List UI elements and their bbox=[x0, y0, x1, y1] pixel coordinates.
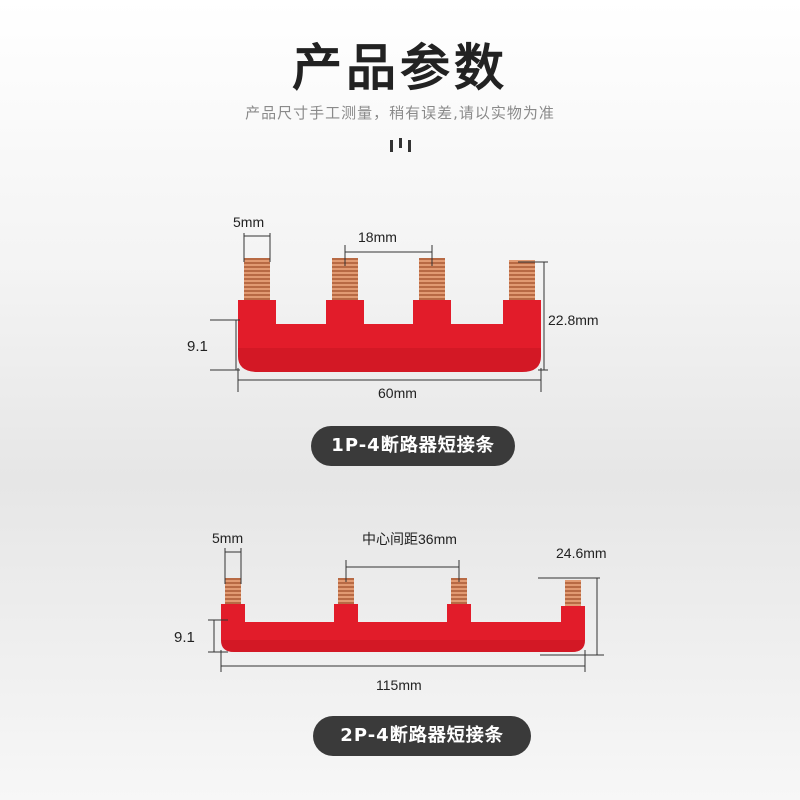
pin bbox=[244, 258, 270, 308]
page-subtitle: 产品尺寸手工测量，稍有误差,请以实物为准 bbox=[245, 104, 555, 122]
dim-pitch-1p: 18mm bbox=[358, 229, 397, 245]
divider-mark-icon bbox=[390, 138, 411, 152]
pin bbox=[419, 258, 445, 308]
pin bbox=[225, 578, 241, 608]
dim-pin-width-2p: 5mm bbox=[212, 530, 243, 546]
busbar-1p-illustration bbox=[238, 258, 541, 372]
red-insulation bbox=[221, 604, 585, 652]
dimension-lines-2p bbox=[208, 548, 604, 672]
red-insulation bbox=[238, 300, 541, 372]
dim-length-1p: 60mm bbox=[378, 385, 417, 401]
dim-pitch-2p: 中心间距36mm bbox=[362, 531, 457, 547]
dim-base-height-2p: 9.1 bbox=[174, 629, 195, 646]
pin bbox=[338, 578, 354, 608]
page-title: 产品参数 bbox=[292, 39, 508, 97]
dimension-lines-1p bbox=[210, 233, 548, 392]
product-label-2p: 2P-4断路器短接条 bbox=[313, 716, 531, 756]
busbar-2p-illustration bbox=[221, 578, 585, 652]
dim-length-2p: 115mm bbox=[376, 677, 422, 693]
product-label-1p: 1P-4断路器短接条 bbox=[311, 426, 515, 466]
pin bbox=[565, 580, 581, 610]
dim-height-1p: 22.8mm bbox=[548, 312, 599, 328]
pin bbox=[332, 258, 358, 308]
dim-height-2p: 24.6mm bbox=[556, 545, 607, 561]
dim-pin-width-1p: 5mm bbox=[233, 214, 264, 230]
pin bbox=[451, 578, 467, 608]
dim-base-height-1p: 9.1 bbox=[187, 338, 208, 355]
